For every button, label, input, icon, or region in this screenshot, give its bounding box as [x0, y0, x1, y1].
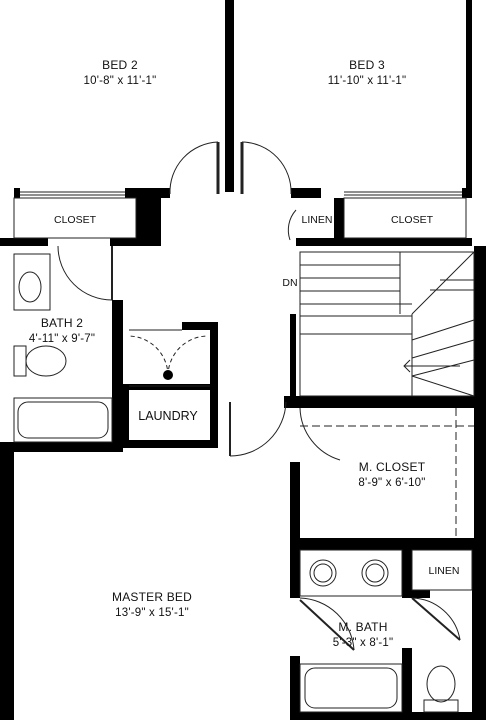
wall-stair-bottom	[284, 396, 486, 408]
room-dimensions: 11'-10" x 11'-1"	[327, 75, 407, 87]
label-linen-bottom: LINEN	[428, 565, 460, 577]
label-closet-right: CLOSET	[390, 214, 434, 226]
room-label-bed2: BED 2 10'-8" x 11'-1"	[84, 58, 157, 87]
wall-closet-left-bottom	[0, 238, 48, 246]
wall-stair-right	[474, 246, 486, 406]
wall-mbath-mid-lower	[402, 648, 412, 720]
label-laundry: LAUNDRY	[138, 409, 198, 423]
wall-stair-left	[290, 314, 296, 406]
wall-mcloset-right	[474, 406, 486, 550]
room-label-m-closet: M. CLOSET 8'-9" x 6'-10"	[358, 460, 425, 489]
room-label-m-bath: M. BATH 5'-3" x 8'-1"	[333, 620, 394, 649]
wall-mcloset-bottom	[296, 538, 486, 550]
room-name: MASTER BED	[111, 590, 193, 604]
wall-bed-divider	[225, 0, 234, 192]
wall-mbath-mid	[402, 548, 412, 598]
wall-left-lower	[0, 448, 14, 720]
wall-mbath-left-lower	[290, 656, 300, 720]
wall-linen-bottom-top	[412, 590, 430, 598]
wall-bath2-bottom	[0, 442, 123, 452]
wall-linen-top-side	[334, 198, 344, 244]
wall-laundry-bottom	[123, 440, 218, 448]
wall-closet-right-bottom	[296, 238, 472, 246]
wall-closet-left-side	[136, 198, 161, 244]
wall-bed3-right-stub	[466, 0, 472, 198]
wall-bed3-bottom-left	[291, 188, 321, 198]
wall-bed2-bottom-left	[14, 188, 20, 198]
wall-mcloset-left	[290, 462, 300, 552]
doors	[57, 141, 461, 651]
room-dimensions: 10'-8" x 11'-1"	[83, 75, 157, 87]
room-dimensions: 13'-9" x 15'-1"	[115, 607, 189, 619]
wall-mbath-left	[290, 548, 300, 598]
wall-mbath-right	[472, 548, 486, 720]
thin-lines	[13, 191, 475, 713]
room-name: BED 2	[102, 58, 138, 72]
room-dimensions: 8'-9" x 6'-10"	[358, 477, 426, 489]
room-name: BATH 2	[40, 316, 84, 330]
room-name: M. BATH	[338, 620, 388, 634]
room-label-master-bed: MASTER BED 13'-9" x 15'-1"	[112, 590, 192, 619]
label-closet-left: CLOSET	[53, 214, 97, 226]
wall-bath2-right	[112, 300, 123, 448]
label-stairs-dn: DN	[282, 277, 298, 289]
wall-laundry-left	[123, 386, 129, 442]
laundry-drain-dot	[163, 370, 173, 380]
room-dimensions: 4'-11" x 9'-7"	[28, 333, 96, 345]
room-dimensions: 5'-3" x 8'-1"	[332, 637, 394, 649]
room-label-bath2: BATH 2 4'-11" x 9'-7"	[29, 316, 95, 345]
wall-laundry-mid	[123, 384, 218, 390]
wall-laundry-top-right	[182, 322, 216, 330]
wall-bed2-bottom-right	[125, 188, 170, 198]
wall-bottom-edge	[290, 712, 486, 720]
room-name: M. CLOSET	[358, 460, 426, 474]
label-linen-top: LINEN	[301, 214, 333, 226]
wall-closet-left-bottom-2	[110, 238, 161, 246]
room-label-bed3: BED 3 11'-10" x 11'-1"	[328, 58, 407, 87]
room-name: BED 3	[349, 58, 385, 72]
